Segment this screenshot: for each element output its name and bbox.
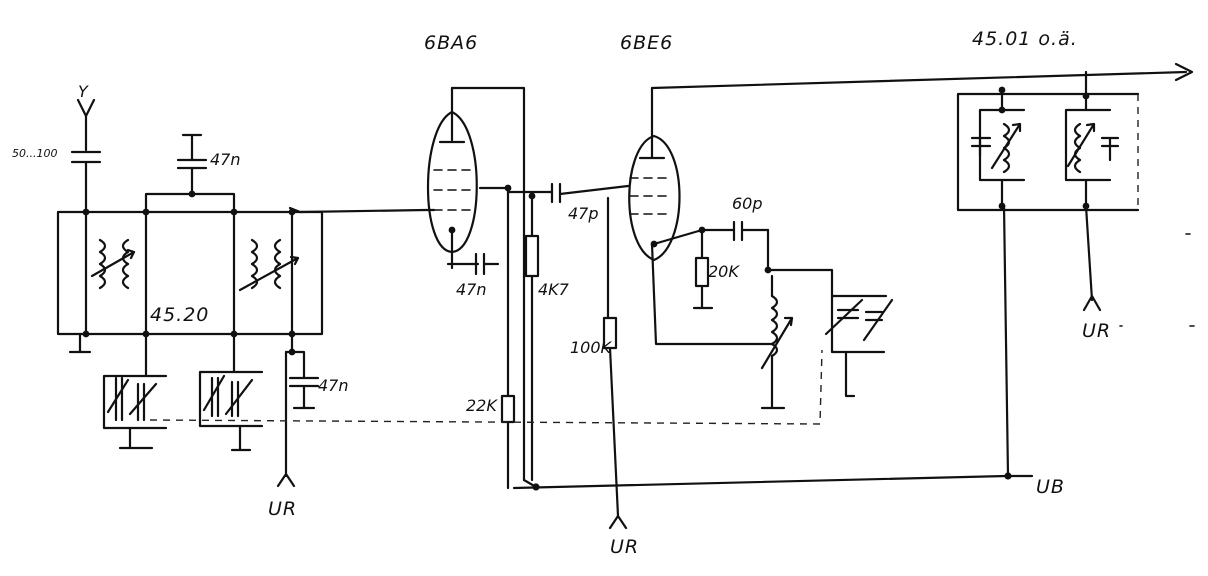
antenna-symbol xyxy=(76,98,96,152)
ur-left-label: UR xyxy=(268,498,298,520)
if-output-arrow xyxy=(650,62,1194,90)
input-capacitor xyxy=(70,150,102,214)
tuning-cap-left-frame xyxy=(102,332,168,430)
ur-left-arrow xyxy=(276,350,296,488)
coupling-47p-capacitor xyxy=(506,182,630,204)
c-top-label: 47n xyxy=(210,150,241,169)
coil-left-1 xyxy=(98,238,107,290)
ub-label: UB xyxy=(1036,476,1065,498)
output-filter-label: 45.01 o.ä. xyxy=(972,28,1078,50)
r-osc-label: 20K xyxy=(708,262,739,281)
antenna-label: Y xyxy=(78,82,88,101)
top-47n-capacitor xyxy=(176,133,208,196)
ur-right-label: UR xyxy=(1082,320,1112,342)
resistor-20k xyxy=(692,228,714,310)
tube2-envelope xyxy=(628,134,681,262)
resistor-22k xyxy=(500,268,516,490)
resistor-4k7 xyxy=(524,194,540,482)
c-osc-label: 60p xyxy=(732,194,763,213)
cathode-47n-capacitor xyxy=(474,252,500,276)
c-coupling-label: 47p xyxy=(568,204,599,223)
ur-mid-label: UR xyxy=(610,536,640,558)
input-filter-block xyxy=(56,98,428,488)
coil-right-1 xyxy=(250,238,259,290)
tube1-label: 6BA6 xyxy=(424,32,479,54)
osc-tuning-cap xyxy=(830,294,888,354)
tube1-plate xyxy=(438,86,466,144)
tube1-cathode xyxy=(446,226,480,270)
input-filter-label: 45.20 xyxy=(150,304,210,326)
tank-left-capacitor xyxy=(970,136,992,158)
ub-rail xyxy=(512,474,1008,490)
tube2-label: 6BE6 xyxy=(620,32,674,54)
c-right-label: 47n xyxy=(318,376,349,395)
grid-wire xyxy=(288,206,428,214)
right-47n-capacitor xyxy=(284,332,320,410)
tuning-cap-right-frame xyxy=(198,332,264,428)
output-filter-block xyxy=(956,70,1140,480)
tube-6ba6 xyxy=(424,86,1008,491)
tube-6be6 xyxy=(602,62,1194,530)
tube2-plate xyxy=(638,86,666,160)
r-plate-label: 4K7 xyxy=(538,280,569,299)
osc-coil xyxy=(770,294,779,358)
osc-60p-capacitor xyxy=(700,220,770,242)
tube2-cathode xyxy=(650,242,774,346)
gang-tuning-dashed xyxy=(149,349,823,425)
tank-right-capacitor xyxy=(1100,136,1120,162)
r-grid-label: 100K xyxy=(570,338,612,357)
resistor-100k xyxy=(602,196,628,530)
plate-supply-wire xyxy=(450,86,526,482)
coil-left-2 xyxy=(121,238,130,290)
impedance-label: 50...100 xyxy=(12,147,58,160)
output-filter-outline xyxy=(956,92,1140,212)
ur-right-arrow xyxy=(1082,204,1102,312)
filter-outline xyxy=(56,210,324,336)
r-screen-label: 22K xyxy=(466,396,497,415)
ub-feed xyxy=(1002,204,1010,478)
coil-right-2 xyxy=(273,238,282,290)
c-cathode-label: 47n xyxy=(456,280,487,299)
